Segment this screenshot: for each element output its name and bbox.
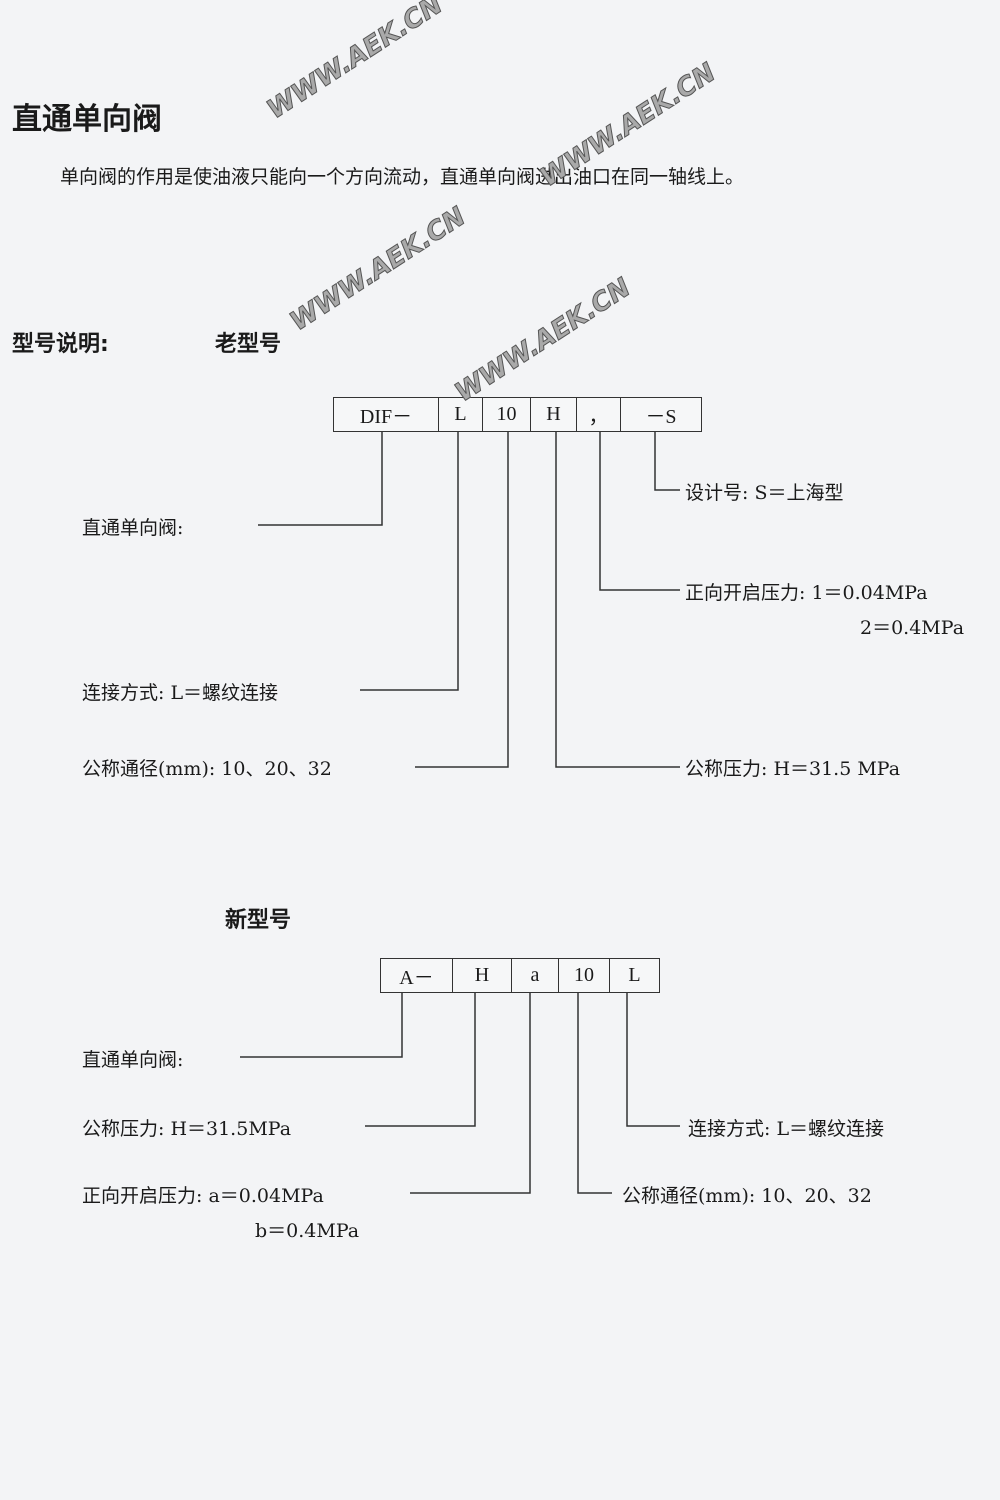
label-crack-pressure-2: b＝0.4MPa — [255, 1220, 360, 1242]
model-heading: 型号说明: — [12, 332, 109, 357]
label-valve: 直通单向阀: — [82, 1049, 184, 1071]
code-segment: H — [453, 959, 512, 992]
new-model-heading: 新型号 — [225, 908, 292, 933]
label-diameter: 公称通径(mm): 10、20、32 — [82, 758, 332, 780]
label-crack-pressure: 正向开启压力: a＝0.04MPa — [82, 1185, 324, 1207]
code-segment: A－ — [381, 959, 453, 992]
intro-text: 单向阀的作用是使油液只能向一个方向流动，直通单向阀进出油口在同一轴线上。 — [60, 166, 745, 188]
label-design: 设计号: S＝上海型 — [685, 482, 844, 504]
code-segment: ， — [577, 398, 621, 431]
code-segment: 10 — [559, 959, 610, 992]
code-segment: －S — [645, 406, 677, 428]
label-pressure: 公称压力: H＝31.5 MPa — [685, 758, 901, 780]
code-segment: H — [531, 398, 577, 431]
label-crack-pressure: 正向开启压力: 1＝0.04MPa — [685, 582, 928, 604]
label-connection: 连接方式: L＝螺纹连接 — [688, 1118, 885, 1140]
label-crack-pressure-2: 2＝0.4MPa — [860, 617, 965, 639]
code-segment: a — [512, 959, 559, 992]
code-segment: L — [439, 398, 483, 431]
label-pressure: 公称压力: H＝31.5MPa — [82, 1118, 292, 1140]
label-valve: 直通单向阀: — [82, 517, 184, 539]
new-model-code: A－ H a 10 L — [380, 958, 660, 993]
page-title: 直通单向阀 — [12, 102, 162, 137]
old-model-heading: 老型号 — [215, 332, 282, 357]
old-model-code: DIF－ L 10 H ， －S — [333, 397, 702, 432]
label-connection: 连接方式: L＝螺纹连接 — [82, 682, 279, 704]
code-segment: 10 — [483, 398, 531, 431]
code-segment: L — [628, 964, 641, 986]
code-segment: DIF－ — [334, 398, 439, 431]
label-diameter: 公称通径(mm): 10、20、32 — [622, 1185, 872, 1207]
